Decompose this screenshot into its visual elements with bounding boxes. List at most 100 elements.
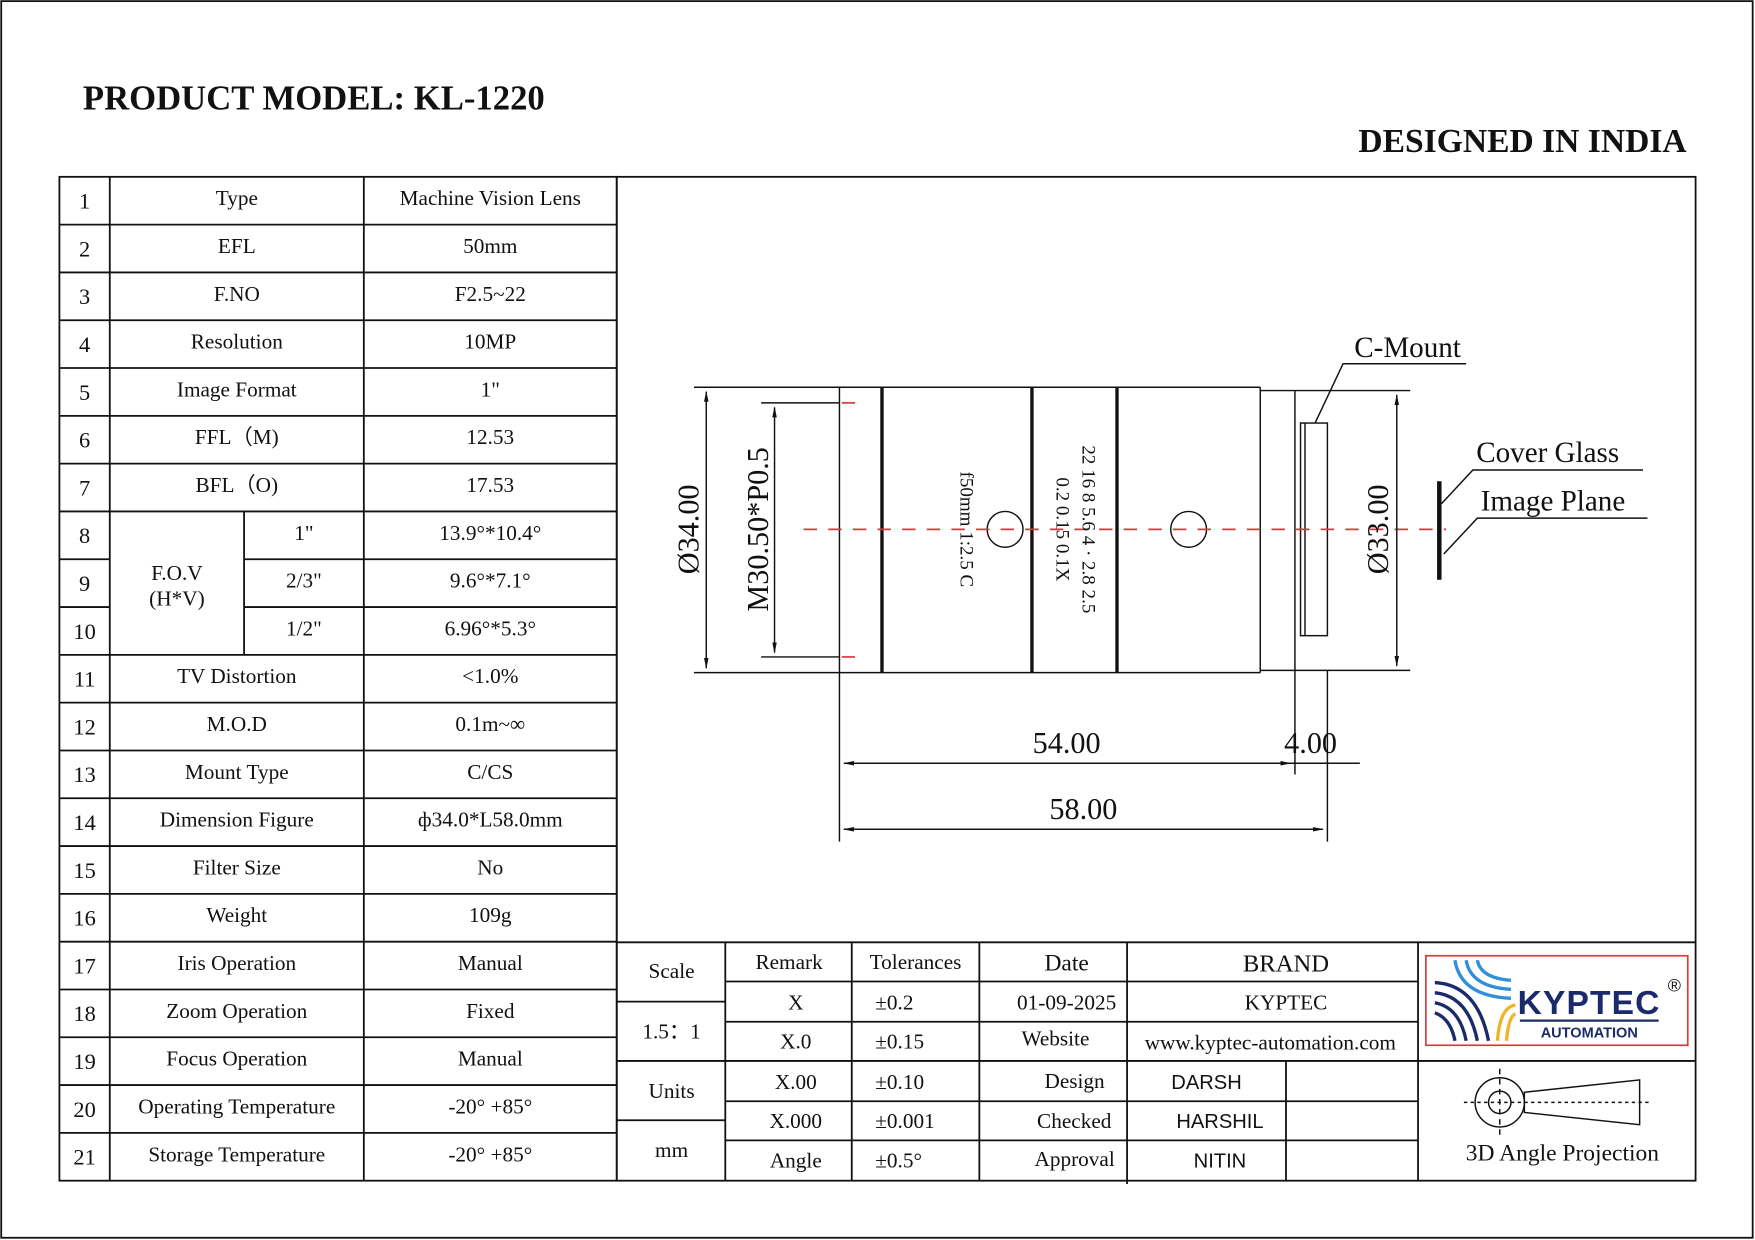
spec-row-number: 19 xyxy=(73,1049,95,1074)
design-label: Design xyxy=(1044,1069,1105,1093)
tolerance-cell: ±0.2 xyxy=(875,990,913,1014)
spec-row-value: 10MP xyxy=(464,330,516,354)
drawing-frame xyxy=(615,175,1697,1182)
spec-row-number: 6 xyxy=(79,428,90,453)
scale-label: Scale xyxy=(649,959,695,983)
lens-drawing: Ø34.00 M30.50*P0.5 Ø33.00 f50mm 1:2.5 C … xyxy=(671,332,1648,842)
spec-row-label: Type xyxy=(216,186,258,210)
spec-row-number: 5 xyxy=(79,380,90,405)
fov-format-label: 1/2" xyxy=(286,616,322,640)
spec-row-value: <1.0% xyxy=(462,664,518,688)
fov-format-label: 1" xyxy=(294,521,313,545)
units-label: Units xyxy=(649,1079,695,1103)
remark-cell: X.0 xyxy=(780,1030,811,1054)
remark-cell: X.000 xyxy=(770,1109,823,1133)
website-label: Website xyxy=(1021,1026,1089,1050)
spec-row-label: F.NO xyxy=(214,282,260,306)
fov-format-label: 2/3" xyxy=(286,569,322,593)
cover-glass-label: Cover Glass xyxy=(1476,437,1619,469)
spec-row-number: 9 xyxy=(79,571,90,596)
spec-row-value: 109g xyxy=(469,903,512,927)
spec-row-number: 7 xyxy=(79,475,90,500)
dimension-mount-length: 4.00 xyxy=(1284,726,1337,760)
fov-label: F.O.V xyxy=(151,561,203,585)
spec-row-value: -20° +85° xyxy=(448,1094,532,1118)
spec-row-label: BFL（O) xyxy=(195,473,278,497)
spec-row-value: Manual xyxy=(458,1047,523,1071)
checked-value: HARSHIL xyxy=(1176,1111,1263,1133)
spec-row-number: 1 xyxy=(79,189,90,214)
product-model-title: PRODUCT MODEL: KL-1220 xyxy=(83,79,545,118)
projection-label: 3D Angle Projection xyxy=(1466,1141,1659,1167)
remark-cell: Angle xyxy=(770,1148,822,1172)
image-plane-label: Image Plane xyxy=(1481,485,1626,517)
spec-row-value: 17.53 xyxy=(466,473,514,497)
spec-row-label: Mount Type xyxy=(185,760,289,784)
spec-row-label: FFL（M) xyxy=(195,425,279,449)
tolerance-cell: ±0.5° xyxy=(875,1148,922,1172)
date-label: Date xyxy=(1044,950,1088,976)
dimension-mount-diameter: Ø33.00 xyxy=(1361,484,1395,574)
spec-row-value: No xyxy=(477,855,503,879)
spec-row-value: ф34.0*L58.0mm xyxy=(418,808,563,832)
spec-row-value: Machine Vision Lens xyxy=(400,186,581,210)
c-mount-label: C-Mount xyxy=(1354,332,1461,364)
dimension-thread: M30.50*P0.5 xyxy=(741,447,775,611)
title-block: Scale 1.5：1 Units mm Remark Tolerances X… xyxy=(616,941,1696,1185)
spec-row-label: Storage Temperature xyxy=(148,1142,325,1166)
tolerances-header: Tolerances xyxy=(870,950,962,974)
tolerance-cell: ±0.001 xyxy=(875,1109,934,1133)
registered-mark: ® xyxy=(1668,976,1681,996)
spec-row-number: 15 xyxy=(73,858,95,883)
spec-row-number: 2 xyxy=(79,236,90,261)
spec-row-number: 17 xyxy=(73,953,95,978)
spec-row-value: 50mm xyxy=(463,234,518,258)
brand-value: KYPTEC xyxy=(1245,990,1328,1014)
spec-row-label: Iris Operation xyxy=(177,951,296,975)
spec-row-number: 8 xyxy=(79,523,90,548)
spec-row-value: 1" xyxy=(481,377,500,401)
dimension-body-length: 54.00 xyxy=(1033,726,1101,760)
spec-table-border xyxy=(58,175,618,1182)
approval-label: Approval xyxy=(1034,1147,1114,1171)
designed-in-india: DESIGNED IN INDIA xyxy=(1358,123,1686,160)
spec-row-number: 14 xyxy=(73,810,95,835)
spec-row-value: C/CS xyxy=(467,760,513,784)
spec-row-number: 16 xyxy=(73,906,95,931)
spec-row-value: 9.6°*7.1° xyxy=(450,569,531,593)
spec-row-number: 10 xyxy=(73,619,95,644)
spec-row-label: M.O.D xyxy=(207,712,267,736)
spec-row-label: TV Distortion xyxy=(177,664,297,688)
spec-row-number: 3 xyxy=(79,284,90,309)
spec-row-label: Image Format xyxy=(177,377,297,401)
date-value: 01-09-2025 xyxy=(1017,990,1116,1014)
spec-row-number: 20 xyxy=(73,1097,95,1122)
spec-row-value: F2.5~22 xyxy=(455,282,526,306)
design-value: DARSH xyxy=(1171,1072,1241,1094)
scale-value: 1.5：1 xyxy=(642,1020,700,1044)
spec-row-label: Focus Operation xyxy=(166,1047,307,1071)
spec-row-number: 12 xyxy=(73,714,95,739)
spec-row-label: Weight xyxy=(206,903,267,927)
spec-row-value: 12.53 xyxy=(466,425,514,449)
brand-label: BRAND xyxy=(1243,950,1329,977)
aperture-scale: 22 16 8 5.6 4 · 2.8 2.5 xyxy=(1077,445,1098,613)
dimension-outer-diameter: Ø34.00 xyxy=(671,484,705,574)
spec-row-number: 13 xyxy=(73,762,95,787)
remark-header: Remark xyxy=(755,950,823,974)
spec-row-value: 6.96°*5.3° xyxy=(445,616,536,640)
spec-row-label: Zoom Operation xyxy=(166,999,307,1023)
dimension-total-length: 58.00 xyxy=(1049,792,1117,826)
spec-row-label: Dimension Figure xyxy=(160,808,314,832)
spec-row-value: Manual xyxy=(458,951,523,975)
tolerance-cell: ±0.10 xyxy=(875,1070,924,1094)
website-link[interactable]: www.kyptec-automation.com xyxy=(1145,1031,1397,1055)
units-value: mm xyxy=(655,1138,689,1162)
spec-row-value: 13.9°*10.4° xyxy=(439,521,541,545)
approval-value: NITIN xyxy=(1194,1150,1247,1172)
focus-scale: 0.2 0.15 0.1X xyxy=(1052,477,1073,581)
remark-cell: X.00 xyxy=(775,1070,817,1094)
